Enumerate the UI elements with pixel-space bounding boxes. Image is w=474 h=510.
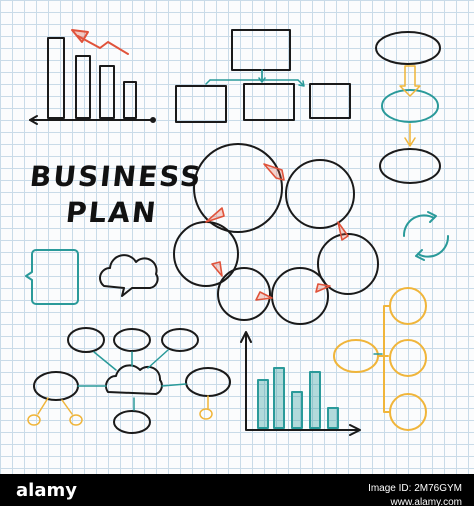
image-id-text: Image ID: 2M76GYM [368,483,462,494]
mind-map-branch [27,395,213,426]
site-url-text: www.alamy.com [390,497,463,508]
circle-cycle-arrows [205,163,349,301]
yellow-tree-diagram [333,287,427,431]
doodle-illustrations [25,29,450,436]
cycle-arrows-icon [402,211,450,261]
mind-map-links [77,349,187,411]
image-info: Image ID: 2M76GYM www.alamy.com [368,482,462,510]
speech-bubble [25,249,79,305]
title-line-1: BUSINESS [28,160,205,193]
bar-chart-rising [29,37,156,125]
brand-logo: alamy [16,480,77,501]
title-line-2: PLAN [64,196,160,229]
watermark-bar: alamy Image ID: 2M76GYM www.alamy.com [0,474,474,508]
circle-cycle [173,143,379,325]
trend-arrow [71,29,129,55]
hatched-bar-chart [240,331,361,436]
cloud-bubble [99,254,159,297]
org-chart-arrows [205,69,305,87]
doodle-canvas: BUSINESS PLAN [0,0,474,474]
org-chart [175,29,351,123]
oval-flow [375,31,441,184]
